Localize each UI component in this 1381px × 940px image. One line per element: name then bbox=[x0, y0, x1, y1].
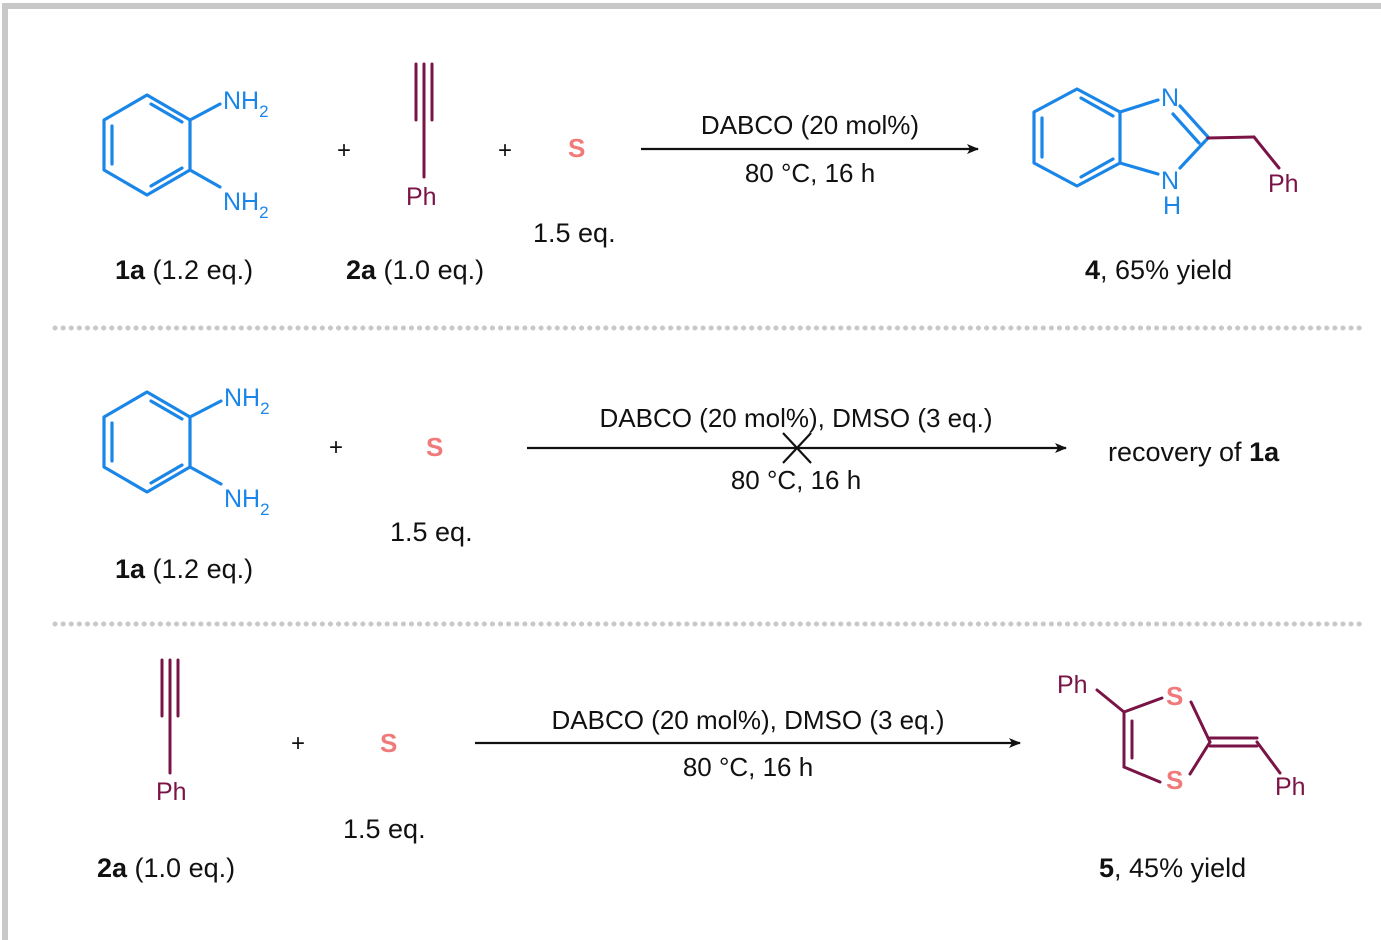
compound-1a-label: 1a (1.2 eq.) bbox=[115, 255, 253, 285]
plus-sign: + bbox=[498, 137, 512, 164]
product-4-label: 4, 65% yield bbox=[1085, 255, 1232, 285]
reaction-1: NH2 NH2 1a (1.2 eq.) + Ph 2a (1.0 eq.) +… bbox=[102, 62, 1299, 285]
sulfur-equiv-label: 1.5 eq. bbox=[390, 517, 473, 547]
sulfur-equiv-label: 1.5 eq. bbox=[533, 218, 616, 248]
dithiole-sulfur-bottom: S bbox=[1166, 765, 1183, 795]
sulfur-equiv-label: 1.5 eq. bbox=[343, 814, 426, 844]
dithiole-sulfur-top: S bbox=[1166, 681, 1183, 711]
conditions-bottom: 80 °C, 16 h bbox=[683, 752, 813, 782]
plus-sign: + bbox=[329, 434, 343, 461]
alkyne-2a-structure: Ph bbox=[406, 62, 437, 211]
phenyl-label: Ph bbox=[1268, 170, 1299, 198]
dithiole-product-5-structure: S S Ph Ph bbox=[1057, 671, 1306, 801]
nh2-bottom-label: NH2 bbox=[224, 485, 270, 519]
amine-nitrogen-label: N bbox=[1161, 167, 1179, 195]
sulfur-label: S bbox=[380, 728, 397, 758]
recovery-result-text: recovery of 1a bbox=[1108, 437, 1280, 467]
compound-2a-label: 2a (1.0 eq.) bbox=[346, 255, 484, 285]
sulfur-label: S bbox=[568, 133, 585, 163]
conditions-top: DABCO (20 mol%) bbox=[701, 110, 919, 140]
nh-hydrogen-label: H bbox=[1163, 192, 1181, 220]
diamine-1a-structure: NH2 NH2 bbox=[102, 87, 269, 222]
conditions-top: DABCO (20 mol%), DMSO (3 eq.) bbox=[600, 403, 993, 433]
frame-border bbox=[2, 3, 1381, 940]
conditions-bottom: 80 °C, 16 h bbox=[731, 465, 861, 495]
plus-sign: + bbox=[337, 137, 351, 164]
sulfur-label: S bbox=[426, 432, 443, 462]
no-reaction-cross bbox=[782, 432, 812, 464]
benzimidazole-product-4-structure: N N H Ph bbox=[1032, 84, 1299, 220]
nh2-top-label: NH2 bbox=[223, 87, 269, 121]
diamine-1a-structure: NH2 NH2 bbox=[102, 384, 270, 519]
plus-sign: + bbox=[291, 730, 305, 757]
phenyl-label: Ph bbox=[1057, 671, 1088, 699]
phenyl-label: Ph bbox=[156, 778, 187, 806]
conditions-bottom: 80 °C, 16 h bbox=[745, 158, 875, 188]
imine-nitrogen-label: N bbox=[1161, 84, 1179, 112]
reaction-2: NH2 NH2 1a (1.2 eq.) + S 1.5 eq. DABCO (… bbox=[102, 384, 1280, 584]
phenyl-label: Ph bbox=[406, 183, 437, 211]
alkyne-2a-structure: Ph bbox=[156, 658, 187, 806]
reaction-3: Ph 2a (1.0 eq.) + S 1.5 eq. DABCO (20 mo… bbox=[97, 658, 1306, 883]
conditions-top: DABCO (20 mol%), DMSO (3 eq.) bbox=[552, 705, 945, 735]
nh2-bottom-label: NH2 bbox=[223, 188, 269, 222]
phenyl-label: Ph bbox=[1275, 773, 1306, 801]
compound-1a-label: 1a (1.2 eq.) bbox=[115, 554, 253, 584]
product-5-label: 5, 45% yield bbox=[1099, 853, 1246, 883]
compound-2a-label: 2a (1.0 eq.) bbox=[97, 853, 235, 883]
nh2-top-label: NH2 bbox=[224, 384, 270, 418]
